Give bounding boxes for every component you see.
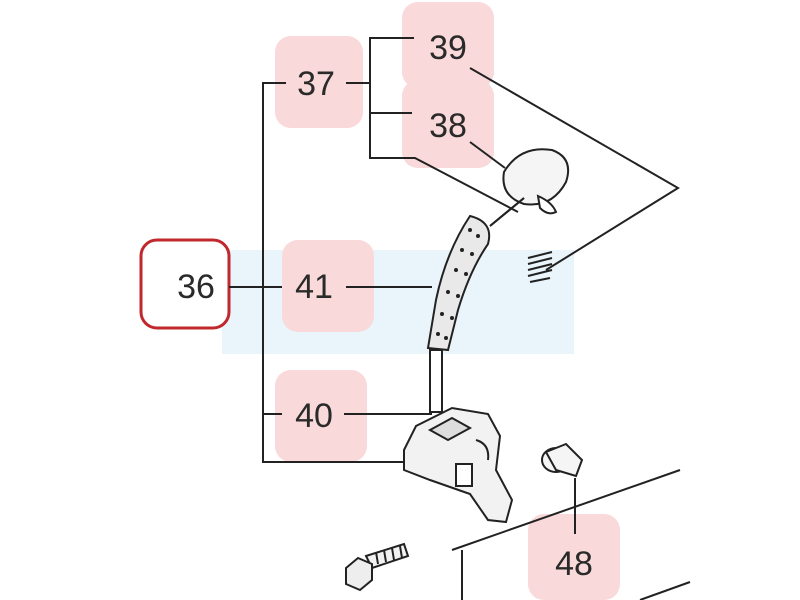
- callout-39[interactable]: 39: [429, 29, 467, 67]
- callout-36-outline[interactable]: [139, 238, 231, 330]
- callout-37[interactable]: 37: [297, 65, 335, 103]
- callout-40-highlight: [275, 370, 367, 462]
- callout-48-highlight: [528, 514, 620, 600]
- grip-part: [426, 214, 491, 352]
- spring-part: [527, 251, 553, 283]
- bolt-part: [345, 542, 410, 592]
- knob-part: [502, 148, 570, 206]
- watermark-band: [222, 250, 574, 354]
- shift-lever-assembly: [345, 148, 691, 600]
- callout-38[interactable]: 38: [429, 107, 467, 145]
- callout-41-highlight: [282, 240, 374, 332]
- callout-40[interactable]: 40: [295, 397, 333, 435]
- callout-38-highlight: [402, 80, 494, 168]
- callout-39-highlight: [402, 2, 494, 88]
- callout-37-highlight: [275, 36, 363, 128]
- callout-48[interactable]: 48: [555, 545, 593, 583]
- callout-41[interactable]: 41: [295, 268, 333, 306]
- callout-36[interactable]: 36: [177, 268, 215, 306]
